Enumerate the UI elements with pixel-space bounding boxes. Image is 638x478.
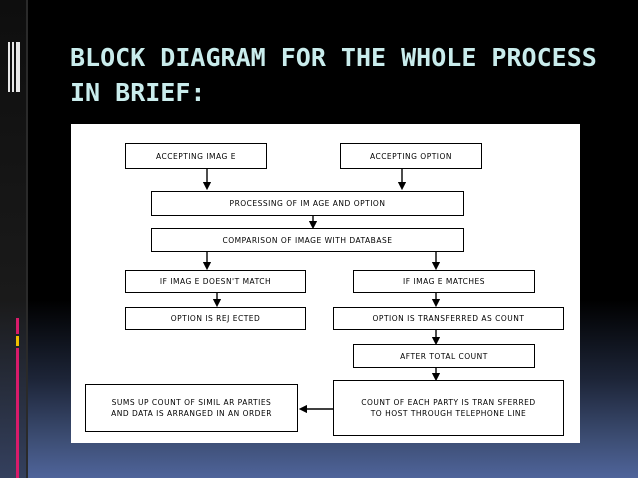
- node-comparison: COMPARISON OF IMAGE WITH DATABASE: [151, 228, 464, 252]
- node-processing: PROCESSING OF IM AGE AND OPTION: [151, 191, 464, 216]
- node-match: IF IMAG E MATCHES: [353, 270, 535, 293]
- node-sums-up: SUMS UP COUNT OF SIMIL AR PARTIES AND DA…: [85, 384, 298, 432]
- left-separator-line: [26, 0, 28, 478]
- node-count-transfer-line-1: COUNT OF EACH PARTY IS TRAN SFERRED: [361, 398, 536, 407]
- node-transferred-as-count: OPTION IS TRANSFERRED AS COUNT: [333, 307, 564, 330]
- node-count-transfer-line-2: TO HOST THROUGH TELEPHONE LINE: [370, 409, 527, 418]
- block-diagram-panel: ACCEPTING IMAG E ACCEPTING OPTION PROCES…: [71, 124, 580, 443]
- node-no-match: IF IMAG E DOESN'T MATCH: [125, 270, 306, 293]
- slide-title: BLOCK DIAGRAM FOR THE WHOLE PROCESS IN B…: [70, 40, 610, 110]
- decorative-bars-bottom: [16, 318, 24, 478]
- decorative-bars-top: [8, 42, 20, 92]
- node-accepting-image: ACCEPTING IMAG E: [125, 143, 267, 169]
- node-sums-up-line-2: AND DATA IS ARRANGED IN AN ORDER: [111, 409, 272, 418]
- diagram-connectors: [202, 169, 441, 414]
- node-after-total-count: AFTER TOTAL COUNT: [353, 344, 535, 368]
- slide-title-line-1: BLOCK DIAGRAM FOR THE WHOLE PROCESS: [70, 43, 597, 72]
- node-rejected: OPTION IS REJ ECTED: [125, 307, 306, 330]
- node-count-transfer: COUNT OF EACH PARTY IS TRAN SFERRED TO H…: [333, 380, 564, 436]
- node-sums-up-line-1: SUMS UP COUNT OF SIMIL AR PARTIES: [111, 398, 272, 407]
- slide-title-line-2: IN BRIEF:: [70, 78, 206, 107]
- node-accepting-option: ACCEPTING OPTION: [340, 143, 482, 169]
